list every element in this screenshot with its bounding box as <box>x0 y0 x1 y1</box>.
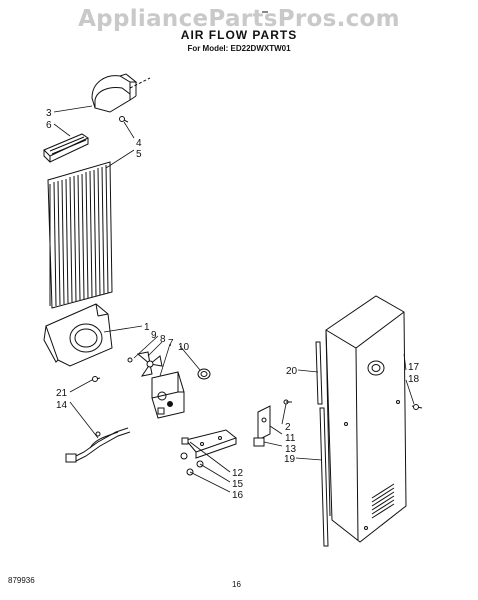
callout-21: 21 <box>56 388 68 399</box>
damper-bar-part <box>43 133 90 163</box>
clip-part <box>253 437 265 447</box>
callout-7: 7 <box>168 338 174 349</box>
callout-3: 3 <box>46 108 52 119</box>
panel-vent-grille <box>371 483 395 519</box>
screw-part-18 <box>411 404 423 410</box>
doc-number: 879936 <box>8 576 35 585</box>
corrugated-panel-part <box>47 161 113 309</box>
callout-9: 9 <box>151 330 157 341</box>
rear-panel-part <box>325 295 407 543</box>
wire-harness-part <box>65 427 131 463</box>
callout-13: 13 <box>285 444 297 455</box>
screw-part-4 <box>119 116 129 123</box>
fan-motor-part <box>151 371 185 419</box>
callout-4: 4 <box>136 138 142 149</box>
callout-1: 1 <box>144 322 150 333</box>
callout-18: 18 <box>408 374 420 385</box>
seal-strip-part-20 <box>315 341 323 405</box>
page-title: AIR FLOW PARTS <box>180 28 298 42</box>
callout-17: 17 <box>408 362 420 373</box>
callout-19: 19 <box>284 454 296 465</box>
callout-5: 5 <box>136 149 142 160</box>
callout-6: 6 <box>46 120 52 131</box>
fan-shroud-part <box>43 303 113 367</box>
switch-bracket-part <box>180 429 238 476</box>
callout-2: 2 <box>285 422 291 433</box>
fan-blade-part <box>127 351 163 377</box>
seal-strip-part-19 <box>319 407 329 547</box>
callout-labels: 3 6 4 5 1 9 8 7 10 21 14 2 11 13 12 15 1… <box>46 108 420 501</box>
callout-14: 14 <box>56 400 68 411</box>
screw-part-21 <box>91 376 101 382</box>
page-number: 16 <box>232 580 241 589</box>
callout-11: 11 <box>285 433 296 444</box>
callout-12: 12 <box>232 468 244 479</box>
model-subtitle: For Model: ED22DWXTW01 <box>187 44 291 53</box>
callout-8: 8 <box>160 334 166 345</box>
callout-15: 15 <box>232 479 244 490</box>
callout-16: 16 <box>232 490 244 501</box>
air-duct-part <box>91 73 151 113</box>
bracket-part <box>257 399 292 441</box>
callout-10: 10 <box>178 342 190 353</box>
grommet-part <box>197 368 211 380</box>
leader-lines <box>53 105 415 493</box>
callout-20: 20 <box>286 366 298 377</box>
watermark: AppliancePartsPros.com <box>78 6 400 32</box>
